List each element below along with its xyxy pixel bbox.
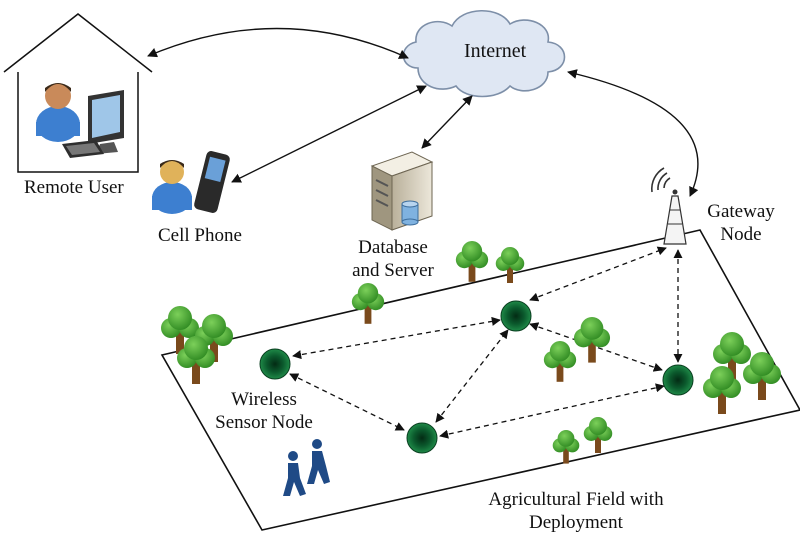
sensor-links <box>289 246 683 439</box>
tree-icon <box>583 417 613 453</box>
tree-icon <box>495 247 525 283</box>
gateway-label-line1: Gateway <box>707 201 775 222</box>
internet-label: Internet <box>464 40 527 62</box>
walking-people-icon <box>283 439 330 496</box>
tree-icon <box>573 317 611 363</box>
wireless-sensor-node-label: Wireless Sensor Node <box>194 388 334 434</box>
tree-icon <box>351 283 385 324</box>
agricultural-field-label: Agricultural Field with Deployment <box>456 488 696 534</box>
signal-waves-icon <box>651 167 671 193</box>
sensor-node-icon <box>662 364 694 396</box>
wsn-label-line2: Sensor Node <box>215 412 313 433</box>
database-label-line1: Database <box>358 237 428 258</box>
tree-icon <box>543 341 577 382</box>
house-icon <box>3 13 153 173</box>
sensor-node-icon <box>500 300 532 332</box>
gateway-node-label: Gateway Node <box>696 200 786 246</box>
network-links <box>147 27 699 197</box>
tree-icon <box>552 430 580 464</box>
field-label-line2: Deployment <box>529 512 623 533</box>
field-label-line1: Agricultural Field with <box>488 489 664 510</box>
database-label-line2: and Server <box>352 260 434 281</box>
tree-icon <box>455 241 489 282</box>
sensor-node-icon <box>406 422 438 454</box>
wsn-label-line1: Wireless <box>231 389 297 410</box>
cell-phone-icon <box>194 151 230 213</box>
cell-phone-label: Cell Phone <box>158 225 242 246</box>
database-server-label: Database and Server <box>338 236 448 282</box>
user-icon <box>152 160 192 214</box>
remote-user-label: Remote User <box>24 177 124 198</box>
database-icon <box>401 200 419 226</box>
gateway-label-line2: Node <box>720 224 762 245</box>
keyboard-icon <box>62 140 104 158</box>
user-icon <box>36 83 80 142</box>
antenna-tower-icon <box>663 189 687 245</box>
sensor-node-icon <box>259 348 291 380</box>
agricultural-field <box>160 229 800 531</box>
